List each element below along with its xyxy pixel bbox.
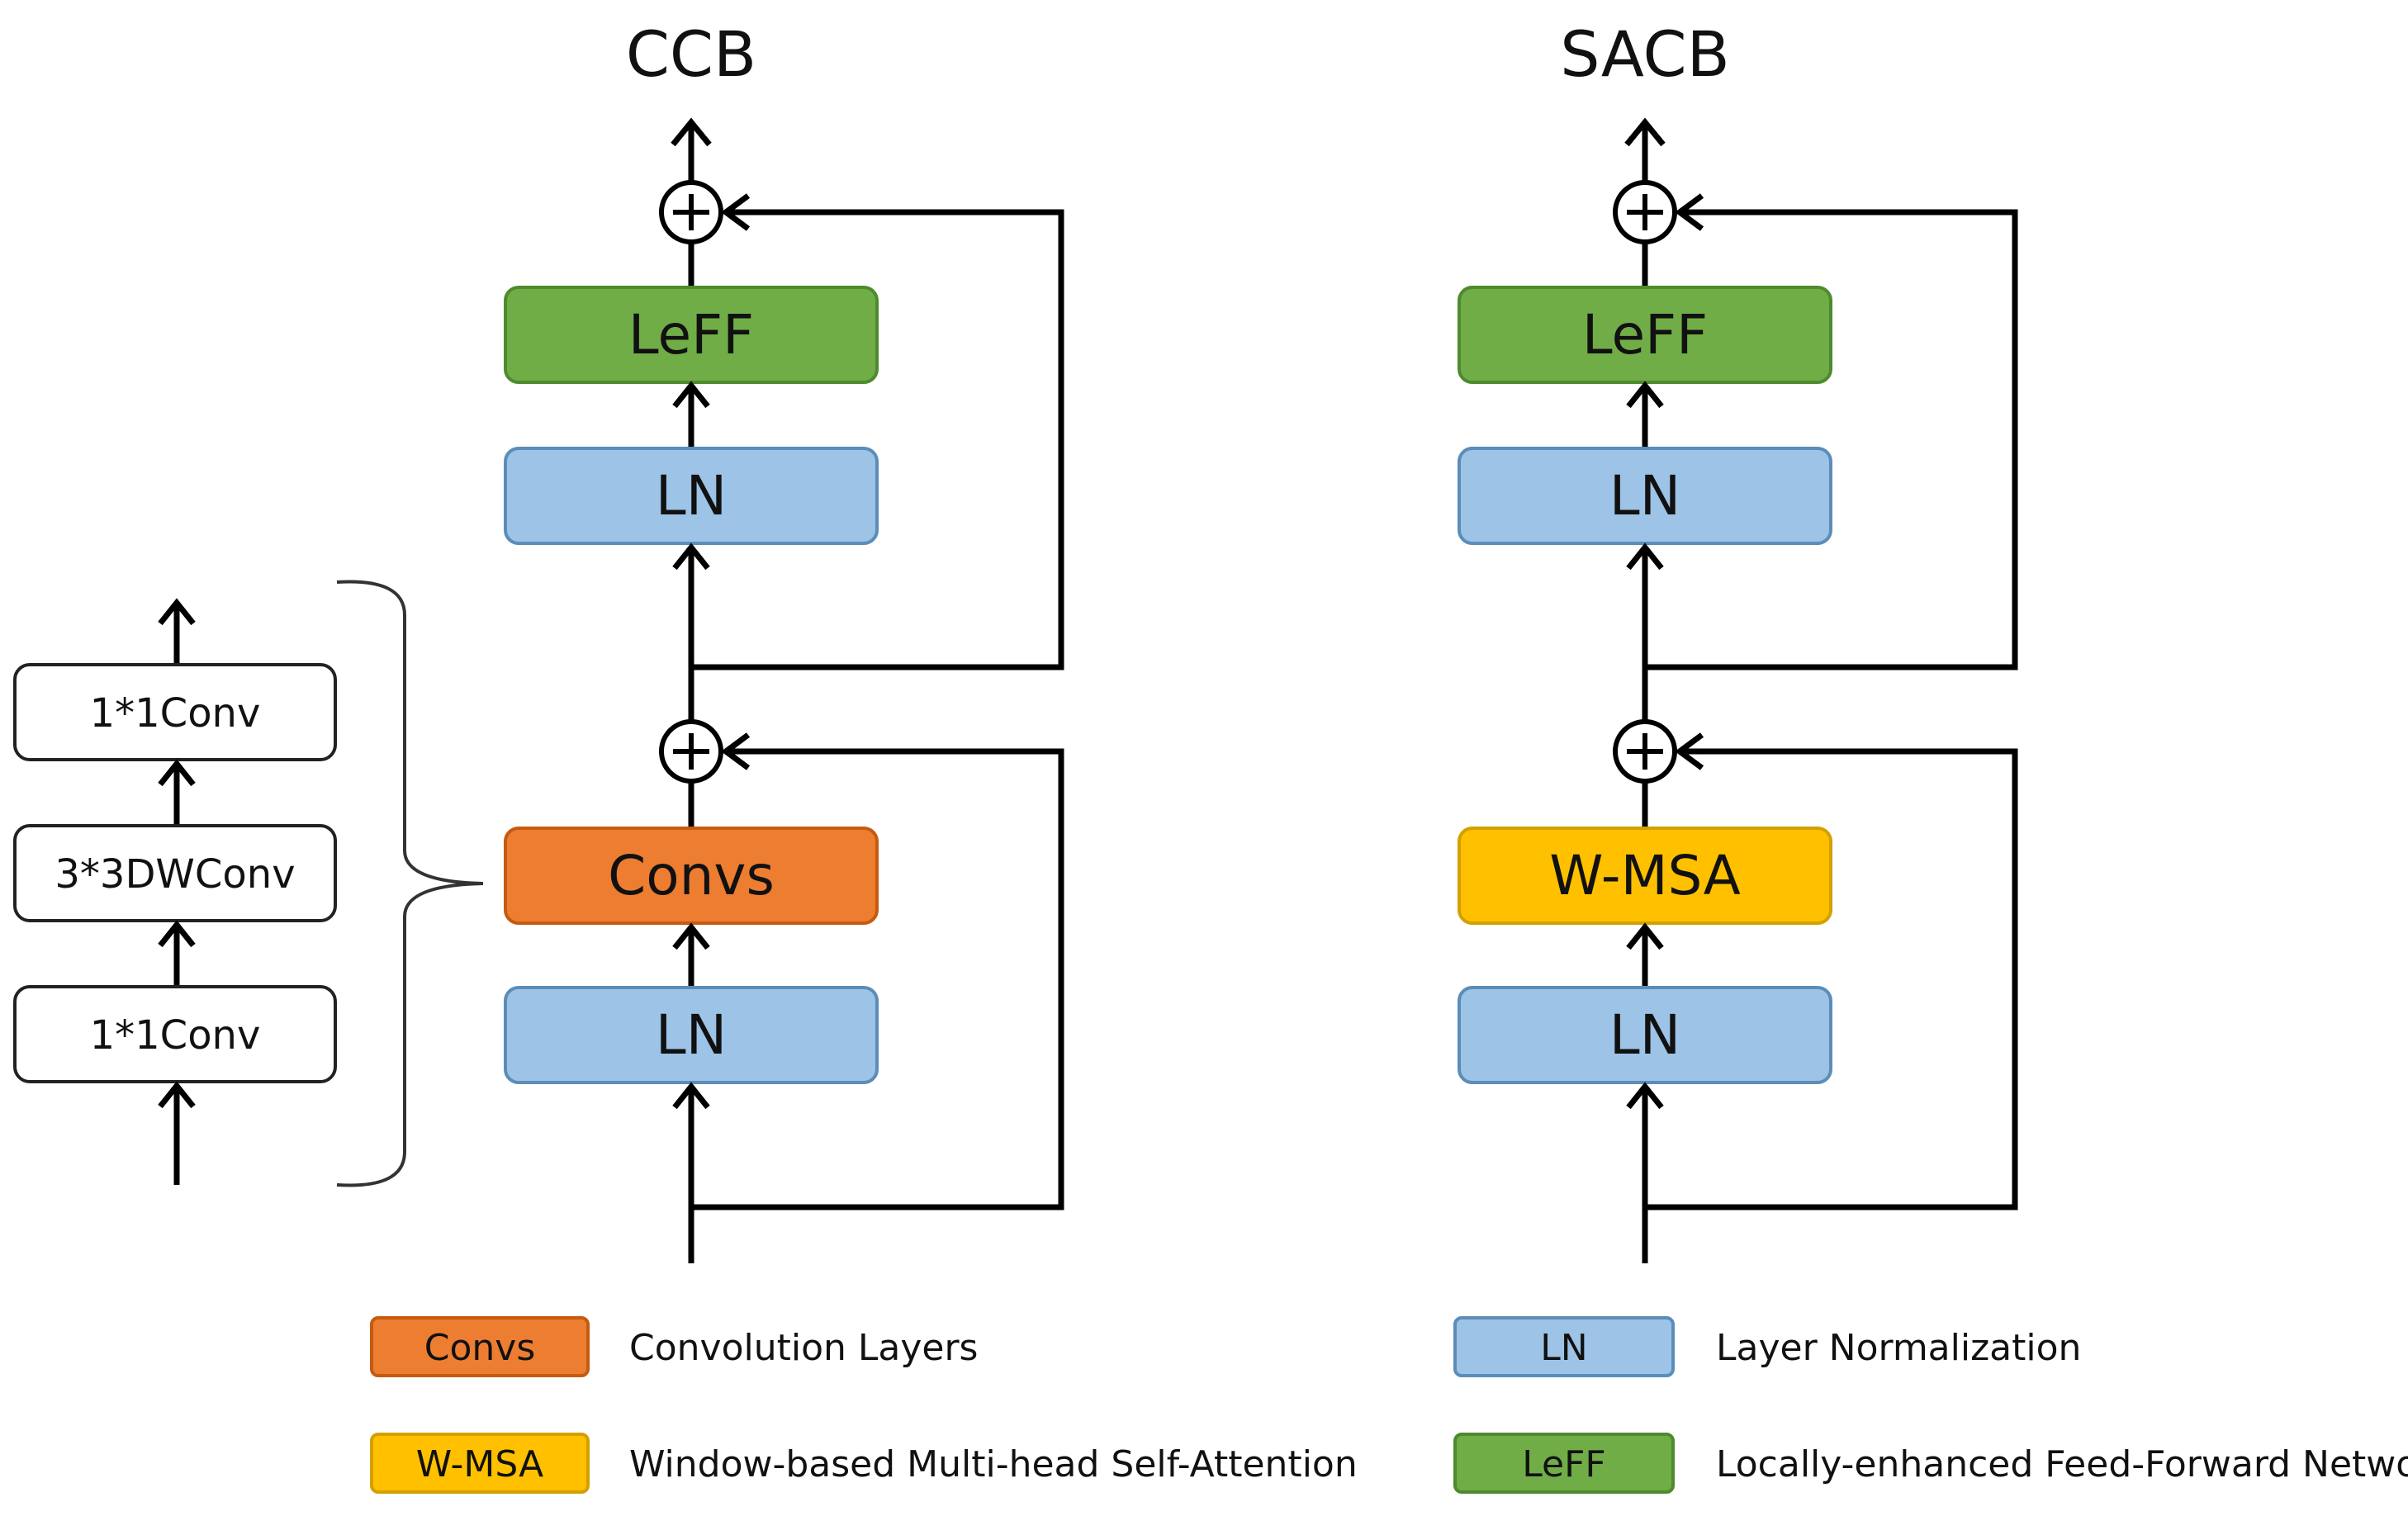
conv1x1-top-box <box>13 663 337 761</box>
sacb-wmsa-label: W-MSA <box>1549 844 1741 907</box>
curly-brace <box>336 580 484 1187</box>
ccb-title: CCB <box>626 17 756 91</box>
legend-wmsa-description: Window-based Multi-head Self-Attention <box>629 1443 1358 1485</box>
dwconv3x3-box <box>13 824 337 922</box>
conv1x1-top-label: 1*1Conv <box>90 690 261 737</box>
legend-wmsa-label: W-MSA <box>416 1443 543 1485</box>
legend-leff-label: LeFF <box>1522 1443 1605 1485</box>
legend-convs-description: Convolution Layers <box>629 1327 978 1369</box>
sacb-leff-label: LeFF <box>1582 303 1708 367</box>
dwconv3x3-label: 3*3DWConv <box>55 851 295 898</box>
legend: Convs Convolution Layers W-MSA Window-ba… <box>370 1316 2408 1494</box>
legend-convs-label: Convs <box>424 1327 536 1369</box>
ccb-ln-bottom-label: LN <box>656 1003 727 1067</box>
sacb-ln-bottom-label: LN <box>1609 1003 1680 1067</box>
legend-ln-label: LN <box>1540 1327 1587 1369</box>
legend-convs-swatch <box>370 1316 590 1377</box>
sacb-block: SACB LeFF LN W-MSA LN <box>1458 17 2018 1263</box>
ccb-block: CCB LeFF LN Convs <box>504 17 1064 1263</box>
legend-wmsa-swatch <box>370 1433 590 1494</box>
legend-leff-swatch <box>1453 1433 1675 1494</box>
ccb-output-arrowhead <box>671 117 712 147</box>
ccb-ln-top-label: LN <box>656 464 727 528</box>
conv1x1-bottom-box <box>13 985 337 1083</box>
legend-leff-description: Locally-enhanced Feed-Forward Network <box>1716 1443 2408 1485</box>
sacb-ln-top-label: LN <box>1609 464 1680 528</box>
ccb-leff-label: LeFF <box>628 303 754 367</box>
conv1x1-bottom-label: 1*1Conv <box>90 1012 261 1059</box>
legend-ln-description: Layer Normalization <box>1716 1327 2081 1369</box>
legend-ln-swatch <box>1453 1316 1675 1377</box>
ccb-convs-label: Convs <box>608 844 775 907</box>
sacb-title: SACB <box>1560 17 1730 91</box>
convs-detail: 1*1Conv 3*3DWConv 1*1Conv <box>13 580 484 1187</box>
